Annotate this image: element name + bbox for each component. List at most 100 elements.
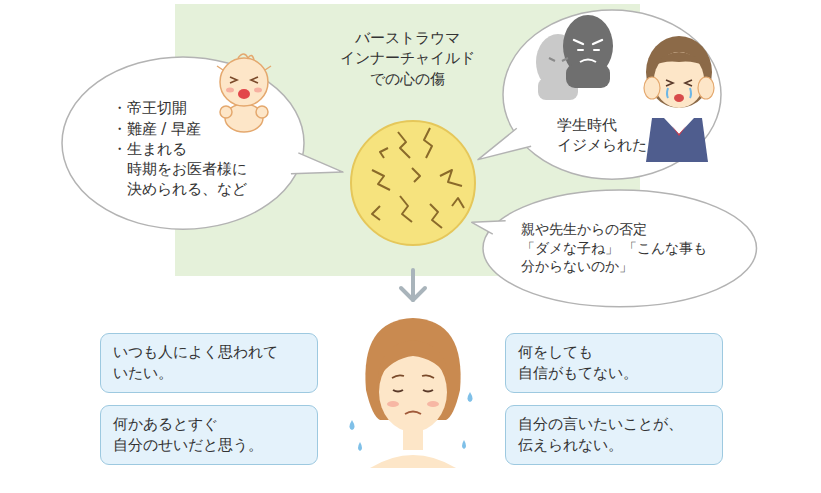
wounded-heart-circle-part-part (430, 204, 442, 228)
crying-schoolgirl-part (674, 94, 684, 102)
bully-figures-part (549, 58, 568, 61)
worried-woman-part (365, 318, 460, 420)
wounded-heart-circle-part-part (412, 168, 420, 182)
speech-bubble: 学生時代 イジメられた (502, 9, 722, 180)
worried-woman-part (403, 420, 423, 450)
bubble-tail (472, 220, 506, 233)
bubble-tail-outline (291, 153, 343, 174)
down-arrow-part (411, 270, 415, 300)
sweat-drops-part (462, 440, 466, 449)
node-text: 親や先生からの否定 「ダメな子ね」 「こんな事も 分からないのか」 (521, 220, 720, 277)
bully-figures-part (578, 49, 599, 51)
crying-schoolgirl-part (646, 36, 712, 108)
bully-figures (536, 15, 613, 100)
bubble-tail (478, 129, 531, 160)
worried-woman-part (370, 455, 456, 468)
node-text: 学生時代 イジメられた (557, 115, 647, 156)
crying-baby-part (226, 88, 234, 93)
bubble-tail-outline (472, 220, 506, 233)
crying-schoolgirl-part (664, 118, 694, 134)
sweat-drops (350, 392, 473, 451)
bully-figures-part (563, 15, 613, 77)
down-arrow-part (401, 288, 425, 300)
sweat-drops-part (350, 420, 355, 430)
wounded-heart-circle-part-part (380, 148, 388, 158)
bully-figures-part (580, 60, 596, 63)
worried-woman-part (405, 412, 421, 415)
node-text: 何かあるとすぐ 自分のせいだと思う。 (113, 414, 263, 455)
crying-baby (217, 54, 271, 132)
crying-schoolgirl-part (667, 88, 691, 98)
crying-schoolgirl-part (646, 118, 708, 162)
worried-woman-part (393, 390, 433, 392)
crying-schoolgirl (644, 36, 714, 162)
symptom-box: 自分の言いたいことが、 伝えられない。 (505, 405, 723, 465)
node-text: ・帝王切開 (112, 98, 187, 118)
symptom-box: 何をしても 自信がもてない。 (505, 333, 723, 393)
wounded-heart-circle-part (372, 128, 464, 228)
sweat-drops-part (468, 392, 473, 402)
crying-baby-part (256, 106, 268, 118)
node-text: ・難産 / 早産 (112, 119, 202, 139)
crying-baby-part (230, 77, 258, 83)
bully-figures-part (538, 78, 578, 100)
bully-figures-part (566, 64, 610, 88)
panel-title: バーストラウマ インナーチャイルド での心の傷 (340, 28, 475, 89)
worried-woman-part (427, 401, 439, 407)
node-text: ・生まれる 時期をお医者様に 決められる、など (112, 139, 247, 200)
speech-bubble: ・帝王切開・難産 / 早産・生まれる 時期をお医者様に 決められる、など (61, 56, 305, 230)
worried-woman-part (379, 352, 447, 432)
text-group: 学生時代 イジメられた (557, 115, 647, 156)
crying-baby-part (220, 106, 232, 118)
wounded-heart-circle-part-part (398, 132, 410, 158)
crying-schoolgirl-part (666, 80, 692, 86)
bully-figures-part (536, 34, 580, 90)
crying-baby-part (238, 89, 250, 99)
bubble-ellipse (503, 10, 721, 179)
node-text: 何をしても 自信がもてない。 (518, 342, 638, 383)
text-group: 親や先生からの否定 「ダメな子ね」 「こんな事も 分からないのか」 (521, 220, 720, 277)
node-text: 自分の言いたいことが、 伝えられない。 (518, 414, 683, 455)
bubble-tail (291, 153, 343, 174)
crying-schoolgirl-part (644, 77, 660, 99)
crying-baby-part (225, 104, 263, 132)
text-group: ・帝王切開・難産 / 早産・生まれる 時期をお医者様に 決められる、など (112, 98, 247, 199)
down-arrow (401, 270, 425, 300)
wounded-heart-circle-part-part (372, 170, 390, 190)
wounded-heart-circle-part-part (400, 196, 412, 222)
text-group: 何をしても 自信がもてない。 (518, 342, 638, 383)
bubble-outline (502, 9, 722, 180)
bubble-ellipse (62, 57, 304, 229)
worried-woman-part (387, 401, 399, 407)
worried-woman-part (378, 340, 449, 378)
wounded-heart-circle-part-part (452, 198, 464, 208)
crying-schoolgirl-part (698, 77, 714, 99)
bully-figures-part (574, 40, 602, 44)
bubble-ellipse (483, 190, 756, 307)
crying-schoolgirl-part (654, 52, 704, 108)
wounded-heart-circle-part-part (424, 128, 432, 158)
crying-baby-part (220, 58, 268, 106)
worried-woman-part (392, 375, 434, 378)
wounded-heart-circle-part-part (440, 170, 462, 186)
worried-woman (365, 318, 460, 468)
crying-baby-part (238, 54, 254, 60)
bubble-tail-outline (478, 129, 531, 160)
crying-baby-part (217, 66, 271, 70)
crying-schoolgirl-part (672, 126, 686, 136)
wounded-heart-circle-part (351, 121, 475, 245)
speech-bubble: 親や先生からの否定 「ダメな子ね」 「こんな事も 分からないのか」 (482, 189, 757, 308)
text-group: 自分の言いたいことが、 伝えられない。 (518, 414, 683, 455)
sweat-drops-part (358, 442, 362, 451)
text-group: 何かあるとすぐ 自分のせいだと思う。 (113, 414, 263, 455)
text-group: いつも人によく思われて いたい。 (113, 342, 278, 383)
wounded-heart-circle (351, 121, 475, 245)
node-text: いつも人によく思われて いたい。 (113, 342, 278, 383)
wounded-heart-circle-part-part (372, 206, 380, 220)
symptom-box: 何かあるとすぐ 自分のせいだと思う。 (100, 405, 318, 465)
crying-baby-part (254, 88, 262, 93)
symptom-box: いつも人によく思われて いたい。 (100, 333, 318, 393)
text-group: バーストラウマ インナーチャイルド での心の傷 (340, 28, 475, 89)
